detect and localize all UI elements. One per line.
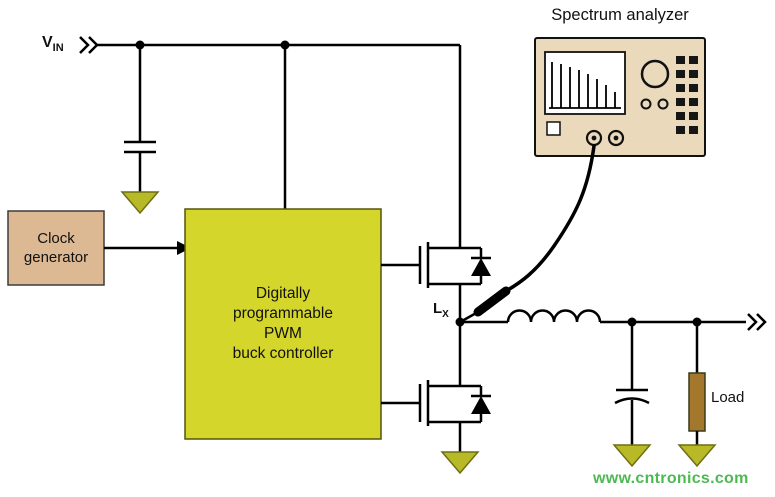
spectrum-analyzer-title: Spectrum analyzer <box>551 6 689 24</box>
analyzer-indicator <box>546 121 561 136</box>
load-label: Load <box>711 389 745 406</box>
spectrum-trace <box>549 62 621 109</box>
analyzer-small-knob <box>657 98 669 110</box>
vin-input-chevron-icon <box>79 36 99 54</box>
lx-node-label: LX <box>433 300 449 320</box>
lx-text: L <box>433 300 443 317</box>
analyzer-knob <box>640 59 670 89</box>
gate-drive-wires <box>381 263 420 405</box>
high-side-body-diode <box>471 248 491 284</box>
analyzer-button-grid <box>676 56 698 134</box>
power-rail-wires <box>96 40 462 248</box>
output-capacitor <box>614 322 650 445</box>
inductor <box>506 309 602 323</box>
lx-subscript: X <box>442 309 449 320</box>
ground-symbol-load <box>677 444 717 468</box>
analyzer-small-knob <box>640 98 652 110</box>
junction-dot <box>135 40 145 50</box>
vin-text: V <box>42 34 53 51</box>
pwm-controller-label: Digitally programmable PWM buck controll… <box>232 285 334 362</box>
switch-node <box>455 284 508 386</box>
high-side-mosfet <box>418 242 481 288</box>
load-resistor <box>688 322 706 445</box>
clock-to-pwm-arrow <box>104 241 191 255</box>
probe-tip <box>461 310 479 323</box>
ground-symbol-lowside <box>440 451 480 475</box>
analyzer-display <box>544 51 626 115</box>
clock-generator-label: Clock generator <box>23 229 89 267</box>
vin-subscript: IN <box>52 42 64 55</box>
pwm-controller-box <box>184 208 382 440</box>
low-side-mosfet <box>418 380 481 426</box>
output-chevron-icon <box>747 313 767 331</box>
low-side-body-diode <box>471 386 491 422</box>
vin-label: VIN <box>42 34 64 54</box>
ground-symbol-input <box>120 191 160 215</box>
ground-symbol-output-cap <box>612 444 652 468</box>
output-wire <box>600 313 767 331</box>
spectrum-analyzer <box>534 37 706 157</box>
junction-dot <box>280 40 290 50</box>
watermark-text: www.cntronics.com <box>593 470 749 487</box>
probe-body <box>473 286 511 317</box>
input-capacitor <box>124 140 156 192</box>
probe-cable <box>461 144 596 323</box>
